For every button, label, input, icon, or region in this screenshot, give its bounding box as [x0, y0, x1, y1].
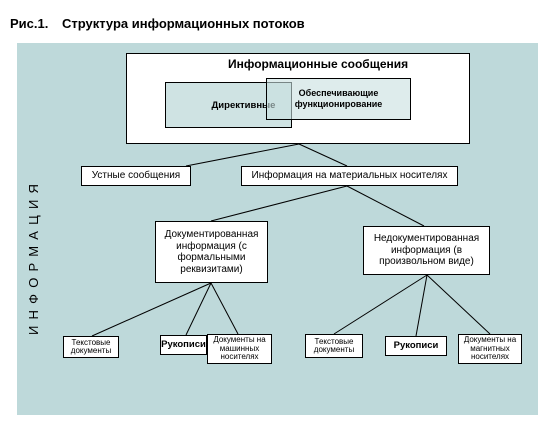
material-info-box: Информация на материальных носителях [241, 166, 458, 186]
messages-title: Информационные сообщения [228, 57, 409, 71]
undocumented-info-box: Недокументированная информация (в произв… [363, 226, 490, 275]
connector-undocumented-textdocs [333, 274, 428, 335]
connector-material-documented [210, 185, 348, 222]
connector-documented-machine [210, 282, 239, 335]
connector-messages-oral [185, 143, 300, 167]
left-manuscripts-label: Рукописи [161, 338, 206, 350]
connector-material-undocumented [346, 185, 425, 227]
connector-undocumented-manuscripts [415, 274, 428, 337]
documented-info-label: Документированная информация (с формальн… [164, 229, 259, 275]
right-manuscripts-box: Рукописи [385, 336, 447, 356]
oral-messages-label: Устные сообщения [91, 170, 181, 182]
supporting-box: Обеспечивающие функционирование [266, 78, 411, 120]
oral-messages-box: Устные сообщения [81, 166, 191, 186]
machine-docs-label: Документы на машинных носителях [213, 335, 266, 362]
right-text-docs-box: Текстовые документы [305, 334, 363, 358]
figure-caption: Рис.1. Структура информационных потоков [10, 16, 305, 31]
connector-documented-textdocs [91, 282, 212, 337]
right-text-docs-label: Текстовые документы [313, 336, 355, 354]
magnetic-docs-box: Документы на магнитных носителях [458, 334, 522, 364]
material-info-label: Информация на материальных носителях [251, 170, 448, 182]
documented-info-box: Документированная информация (с формальн… [155, 221, 268, 283]
connector-messages-material [298, 143, 348, 167]
right-manuscripts-label: Рукописи [393, 339, 439, 351]
directive-label: Директивные [211, 99, 276, 111]
left-manuscripts-box: Рукописи [160, 335, 207, 355]
machine-docs-box: Документы на машинных носителях [207, 334, 272, 364]
supporting-label: Обеспечивающие функционирование [294, 88, 383, 109]
connector-undocumented-magnetic [426, 274, 491, 335]
left-text-docs-label: Текстовые документы [70, 337, 112, 355]
connector-documented-manuscripts [185, 282, 212, 336]
left-text-docs-box: Текстовые документы [63, 336, 119, 358]
figure-title: Структура информационных потоков [61, 16, 305, 31]
figure-number: Рис.1. [10, 16, 49, 31]
magnetic-docs-label: Документы на магнитных носителях [463, 335, 517, 362]
side-label-information: ИНФОРМАЦИЯ [26, 177, 41, 335]
undocumented-info-label: Недокументированная информация (в произв… [373, 233, 480, 268]
